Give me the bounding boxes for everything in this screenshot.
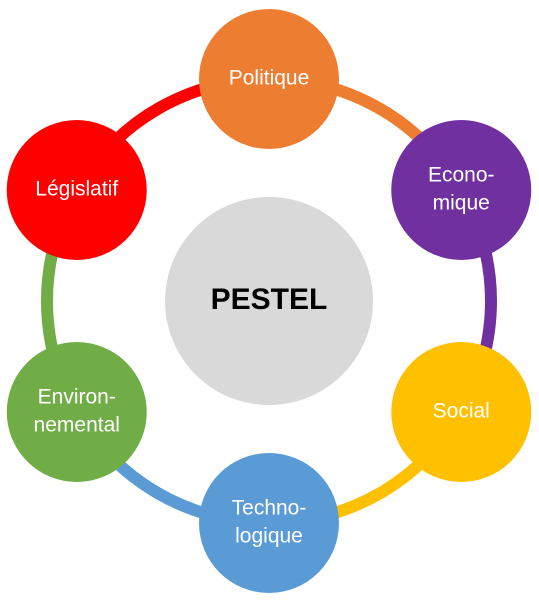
node-circle-politique — [199, 9, 339, 149]
node-label-technologique-line-1: Techno- — [232, 497, 307, 520]
node-label-social-line-1: Social — [433, 400, 490, 423]
node-politique: Politique — [199, 9, 339, 149]
node-label-economique-line-1: Econo- — [428, 164, 495, 187]
node-label-legislatif-line-1: Législatif — [35, 178, 118, 201]
node-environnemental: Environ-nemental — [6, 342, 147, 482]
node-economique: Econo-mique — [391, 120, 532, 260]
node-circle-legislatif — [6, 120, 147, 260]
node-social: Social — [391, 342, 532, 482]
node-label-economique-line-2: mique — [433, 192, 490, 215]
pestel-nodes: PolitiqueEcono-miqueSocialTechno-logique… — [6, 9, 532, 593]
node-label-environnemental-line-2: nemental — [34, 414, 120, 437]
node-label-environnemental-line-1: Environ- — [38, 386, 116, 409]
center-circle — [165, 197, 373, 405]
node-label-politique-line-1: Politique — [229, 67, 310, 90]
node-legislatif: Législatif — [6, 120, 147, 260]
node-label-technologique-line-2: logique — [235, 525, 303, 548]
node-circle-environnemental — [6, 342, 147, 482]
node-technologique: Techno-logique — [199, 453, 339, 593]
node-circle-economique — [391, 120, 532, 260]
node-circle-social — [391, 342, 532, 482]
node-circle-technologique — [199, 453, 339, 593]
center-label: PESTEL — [211, 283, 328, 316]
